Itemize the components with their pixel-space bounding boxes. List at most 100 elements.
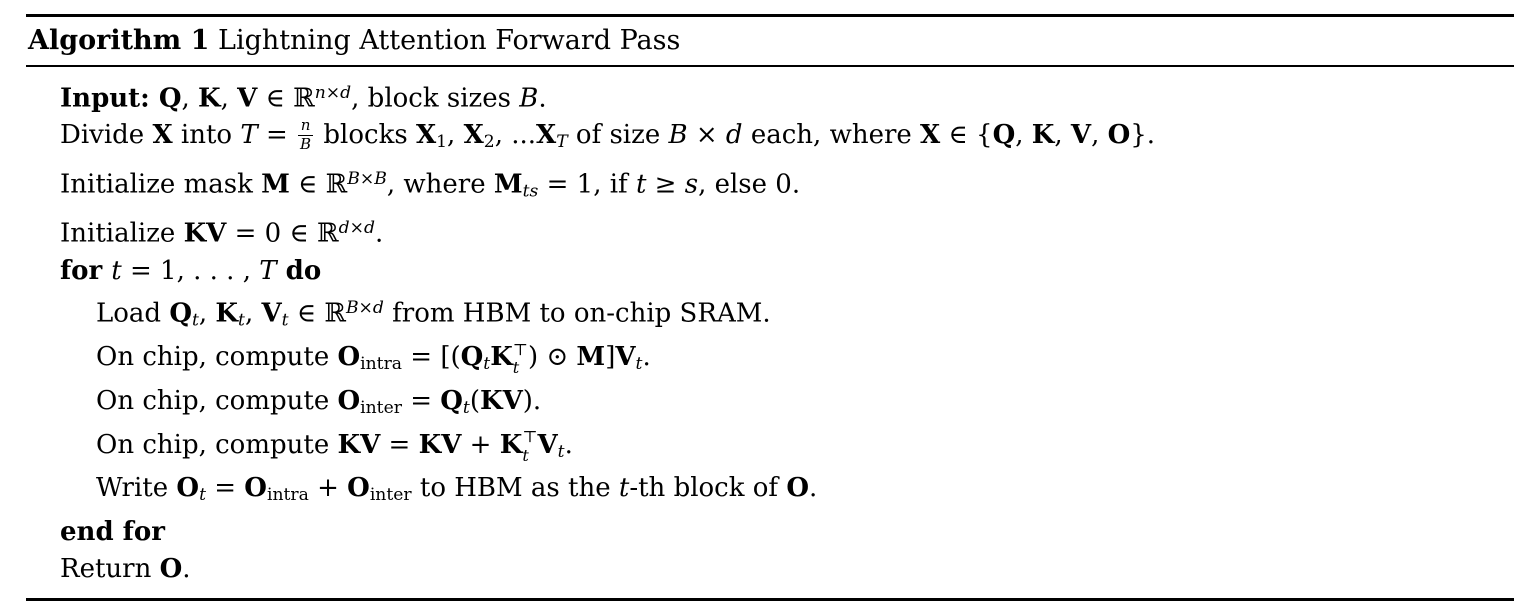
text-token: ×: [687, 120, 726, 151]
text-token: d: [725, 120, 743, 151]
text-token: =: [380, 429, 419, 460]
text-token: t: [462, 397, 470, 418]
sup-sub-stack: ⊤t: [522, 427, 538, 465]
text-token: +: [308, 473, 348, 504]
text-token: ,: [244, 298, 262, 329]
text-token: 1: [436, 131, 448, 152]
text-token: intra: [360, 353, 403, 374]
text-token: KV: [418, 429, 462, 460]
text-token: = [(: [402, 342, 461, 373]
algorithm-line: Load Qt, Kt, Vt ∈ ℝB×d from HBM to on-ch…: [26, 290, 1514, 339]
text-token: t: [635, 353, 643, 374]
text-token: ,: [1054, 120, 1071, 151]
sup-sub-stack: ⊤t: [512, 339, 528, 378]
text-token: O: [337, 385, 361, 416]
text-token: Input:: [60, 83, 159, 114]
text-token: B: [668, 120, 688, 151]
algorithm-title: Algorithm 1 Lightning Attention Forward …: [26, 17, 1514, 65]
top-rule: [26, 14, 1514, 17]
text-token: Return: [60, 554, 160, 585]
algorithm-body: Input: Q, K, V ∈ ℝn×d, block sizes B.Div…: [26, 67, 1514, 599]
text-token: ,: [447, 120, 464, 151]
text-token: t: [111, 255, 122, 286]
text-token: = 0 ∈ ℝ: [226, 218, 339, 249]
text-token: intra: [266, 485, 309, 506]
text-token: V: [261, 298, 282, 329]
text-token: K: [198, 83, 221, 114]
text-token: On chip, compute: [96, 342, 338, 373]
text-token: M: [261, 169, 290, 200]
text-token: B×B: [347, 168, 387, 189]
text-token: X: [463, 120, 484, 151]
text-token: K: [1031, 120, 1055, 151]
text-token: Write: [96, 473, 177, 504]
text-token: V: [537, 429, 558, 460]
text-token: .: [564, 429, 573, 460]
text-token: ).: [522, 385, 542, 416]
text-token: Initialize: [60, 218, 184, 249]
text-token: 2: [483, 131, 495, 152]
text-token: }.: [1130, 120, 1156, 151]
algorithm-line: end for: [26, 514, 1514, 551]
text-token: t: [557, 441, 565, 462]
algorithm-line: Initialize mask M ∈ ℝB×B, where Mts = 1,…: [26, 161, 1514, 210]
text-token: O: [337, 342, 361, 373]
text-token: Divide: [60, 120, 153, 151]
text-token: inter: [360, 397, 402, 418]
text-token: O: [347, 473, 370, 504]
algorithm-line: Input: Q, K, V ∈ ℝn×d, block sizes B.: [26, 75, 1514, 118]
algorithm-line: for t = 1, . . . , T do: [26, 253, 1514, 290]
text-token: B×d: [345, 297, 384, 318]
text-token: O: [1107, 120, 1131, 151]
text-token: d×d: [338, 218, 375, 239]
text-token: ]: [605, 342, 616, 373]
text-token: O: [159, 554, 183, 585]
algorithm-line: Return O.: [26, 551, 1514, 588]
text-token: Q: [169, 298, 192, 329]
text-token: X: [152, 120, 173, 151]
text-token: t: [199, 485, 206, 506]
text-token: X: [536, 120, 557, 151]
text-token: t: [238, 310, 245, 331]
text-token: V: [615, 342, 636, 373]
text-token: T: [240, 120, 258, 151]
text-token: .: [642, 342, 651, 373]
text-token: end for: [60, 517, 165, 548]
title-rule: [26, 65, 1514, 67]
text-token: .: [538, 83, 547, 114]
text-token: +: [461, 429, 500, 460]
text-token: t: [191, 310, 199, 331]
text-token: , else 0.: [698, 169, 801, 200]
algorithm-label: Algorithm 1: [28, 25, 210, 56]
text-token: , ...: [494, 120, 537, 151]
text-token: Q: [460, 342, 484, 373]
text-token: K: [499, 429, 523, 460]
text-token: = 1, if: [538, 169, 636, 200]
text-token: , block sizes: [351, 83, 520, 114]
text-token: .: [182, 554, 191, 585]
text-token: .: [808, 473, 818, 504]
algorithm-name: Lightning Attention Forward Pass: [218, 25, 681, 56]
text-token: Initialize mask: [60, 169, 262, 200]
text-token: n×d: [314, 82, 352, 103]
algorithm-line: Write Ot = Ointra + Ointer to HBM as the…: [26, 470, 1514, 514]
text-token: .: [374, 218, 384, 249]
text-token: = 1, . . . ,: [121, 255, 260, 286]
text-token: K: [215, 298, 239, 329]
text-token: V: [237, 83, 258, 114]
text-token: O: [244, 473, 267, 504]
text-token: ≥: [646, 169, 685, 200]
text-token: =: [257, 120, 297, 151]
text-token: t: [281, 310, 289, 331]
text-token: -th block of: [629, 473, 787, 504]
text-token: V: [1070, 120, 1092, 151]
text-token: ,: [220, 83, 238, 114]
text-token: Load: [96, 298, 170, 329]
text-token: ∈ {: [940, 120, 993, 151]
text-token: Q: [158, 83, 182, 114]
text-token: Q: [440, 385, 463, 416]
text-token: ∈ ℝ: [289, 169, 348, 200]
text-token: do: [276, 255, 322, 286]
